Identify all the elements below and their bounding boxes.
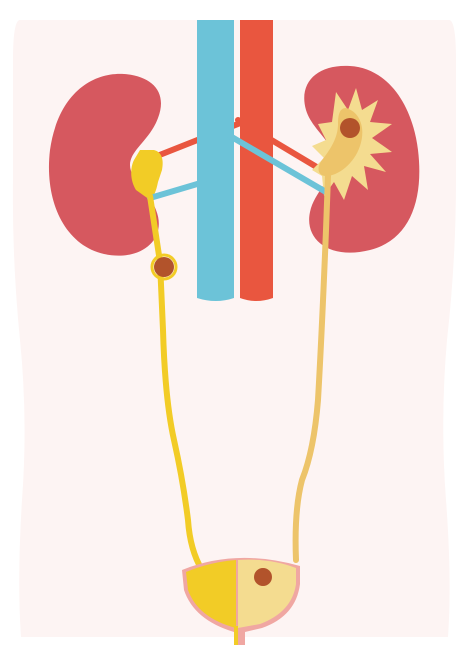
ureter-stone-icon [154,257,174,277]
kidney-stone-icon [340,118,360,138]
inferior-vena-cava [197,20,234,301]
bladder-stone-icon [254,568,272,586]
urethra [234,626,238,645]
